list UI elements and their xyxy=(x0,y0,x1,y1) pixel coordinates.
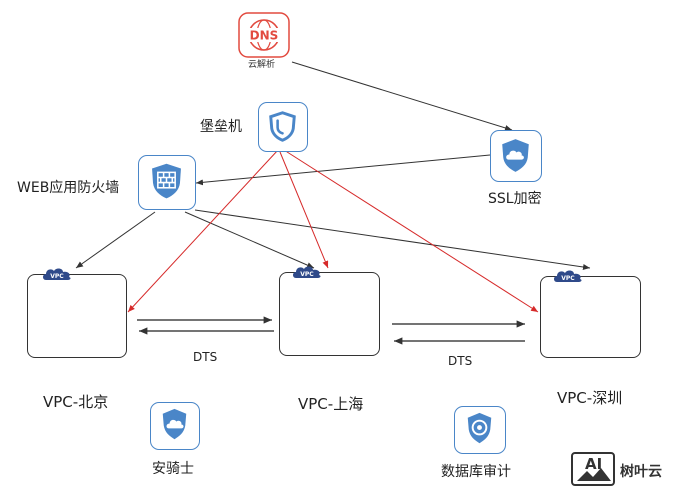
ssl-label: SSL加密 xyxy=(488,191,542,207)
arrow-ssl-to-waf xyxy=(195,154,491,186)
vpc-beijing-box[interactable] xyxy=(27,274,127,358)
dns-label: 云解析 xyxy=(248,60,276,70)
dts-label-right: DTS xyxy=(448,354,473,368)
vpc-shanghai-box[interactable] xyxy=(279,272,380,356)
vpc-shanghai-label: VPC-上海 xyxy=(298,395,364,413)
bastion-label: 堡垒机 xyxy=(200,119,242,135)
shield-icon xyxy=(269,111,296,142)
db-audit-label: 数据库审计 xyxy=(441,464,511,480)
cloud-shield-icon xyxy=(502,139,529,172)
arrow-bastion-to-shanghai xyxy=(279,151,329,269)
svg-text:AI: AI xyxy=(585,455,602,473)
anqishi-node[interactable] xyxy=(150,402,200,450)
brand-logo: AI xyxy=(571,452,615,486)
vpc-cloud-tag-beijing: VPC xyxy=(43,268,71,280)
ai-logo-icon: AI xyxy=(571,452,615,486)
arrow-waf-to-shanghai xyxy=(184,211,315,269)
vpc-beijing-label: VPC-北京 xyxy=(43,393,109,411)
arrow-bastion-to-beijing xyxy=(127,149,279,313)
bastion-node[interactable] xyxy=(258,102,308,152)
svg-text:VPC: VPC xyxy=(50,273,64,280)
waf-node[interactable] xyxy=(138,155,196,210)
vpc-cloud-tag-shenzhen: VPC xyxy=(554,270,582,282)
dns-icon: DNS xyxy=(238,12,290,58)
arrow-waf-to-shenzhen xyxy=(194,209,591,270)
dts-label-left: DTS xyxy=(193,350,218,364)
db-audit-node[interactable] xyxy=(454,406,506,454)
dns-node[interactable]: DNS 云解析 xyxy=(238,12,290,70)
arrow-bastion-to-shenzhen xyxy=(283,149,539,313)
firewall-shield-icon xyxy=(152,163,181,199)
cloud-shield-icon xyxy=(162,408,187,440)
vpc-shenzhen-label: VPC-深圳 xyxy=(557,389,623,407)
waf-label: WEB应用防火墙 xyxy=(17,180,120,196)
vpc-shenzhen-box[interactable] xyxy=(540,276,641,358)
arrow-dns-to-ssl xyxy=(291,61,513,131)
audit-shield-icon xyxy=(467,412,492,444)
ssl-node[interactable] xyxy=(490,130,542,182)
anqishi-label: 安骑士 xyxy=(152,461,194,477)
svg-text:VPC: VPC xyxy=(561,275,575,282)
arrow-waf-to-beijing xyxy=(75,211,156,269)
vpc-cloud-tag-shanghai: VPC xyxy=(293,266,321,278)
svg-text:VPC: VPC xyxy=(300,271,314,278)
brand-name: 树叶云 xyxy=(620,464,662,480)
svg-text:DNS: DNS xyxy=(250,29,279,43)
